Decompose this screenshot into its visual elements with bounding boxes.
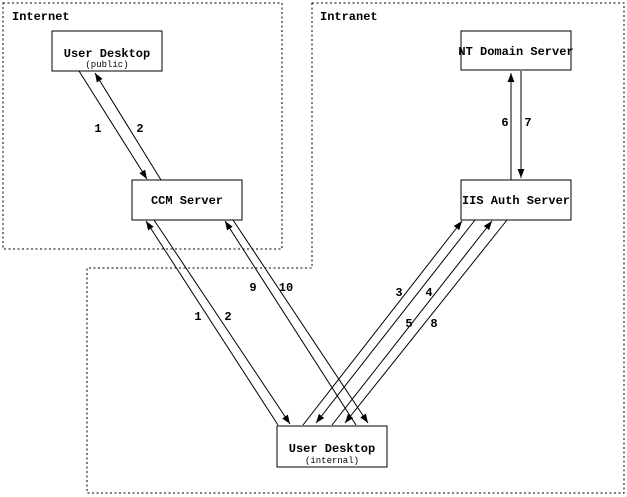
- node-user-desktop-internal-title: User Desktop: [289, 442, 375, 456]
- node-iis-auth-server-box: [460, 179, 572, 221]
- edge-internal-to-iis-3-line: [302, 220, 463, 426]
- edge-iis-to-internal-4-line: [315, 219, 476, 424]
- node-user-desktop-public-title: User Desktop: [64, 47, 150, 61]
- node-user-desktop-internal: User Desktop (internal): [276, 425, 388, 468]
- internet-zone-label: Internet: [12, 10, 70, 24]
- node-ccm-server-box: [131, 179, 243, 221]
- edge-label-9: 9: [249, 281, 256, 295]
- edge-label-6: 6: [501, 116, 508, 130]
- node-nt-domain-server: NT Domain Server: [458, 30, 574, 71]
- intranet-zone-label: Intranet: [320, 10, 378, 24]
- edge-label-3: 3: [395, 286, 402, 300]
- edge-label-public-1: 1: [94, 122, 101, 136]
- node-nt-domain-server-box: [460, 30, 572, 71]
- internet-zone-border: [2, 2, 283, 250]
- node-user-desktop-internal-subtitle: (internal): [305, 456, 359, 466]
- edge-label-internal-1: 1: [194, 310, 201, 324]
- node-nt-domain-server-title: NT Domain Server: [458, 45, 573, 59]
- node-iis-auth-server: IIS Auth Server: [460, 179, 572, 221]
- node-ccm-server: CCM Server: [131, 179, 243, 221]
- edge-internal-to-ccm-1-line: [145, 220, 279, 426]
- edge-label-5: 5: [405, 317, 412, 331]
- edge-internal-to-iis-5-line: [331, 220, 493, 426]
- intranet-zone-border: [86, 2, 625, 494]
- edge-ccm-to-public-2-line: [94, 72, 162, 181]
- edge-ccm-to-internal-10-line: [232, 219, 369, 424]
- edge-label-internal-2: 2: [224, 310, 231, 324]
- edge-internal-to-ccm-9-line: [224, 220, 357, 426]
- node-user-desktop-internal-box: [276, 425, 388, 468]
- edge-label-public-2: 2: [136, 122, 143, 136]
- edge-label-7: 7: [524, 116, 531, 130]
- edge-public-to-ccm-1-line: [78, 70, 148, 180]
- edge-label-4: 4: [425, 286, 432, 300]
- edge-ccm-to-internal-2-line: [153, 219, 291, 425]
- edge-iis-to-internal-8-line: [344, 219, 508, 424]
- node-user-desktop-public: User Desktop (public): [51, 30, 163, 72]
- node-ccm-server-title: CCM Server: [151, 194, 223, 208]
- edge-label-10: 10: [279, 281, 293, 295]
- node-user-desktop-public-subtitle: (public): [85, 60, 128, 70]
- edge-label-8: 8: [430, 317, 437, 331]
- node-user-desktop-public-box: [51, 30, 163, 72]
- node-iis-auth-server-title: IIS Auth Server: [462, 194, 570, 208]
